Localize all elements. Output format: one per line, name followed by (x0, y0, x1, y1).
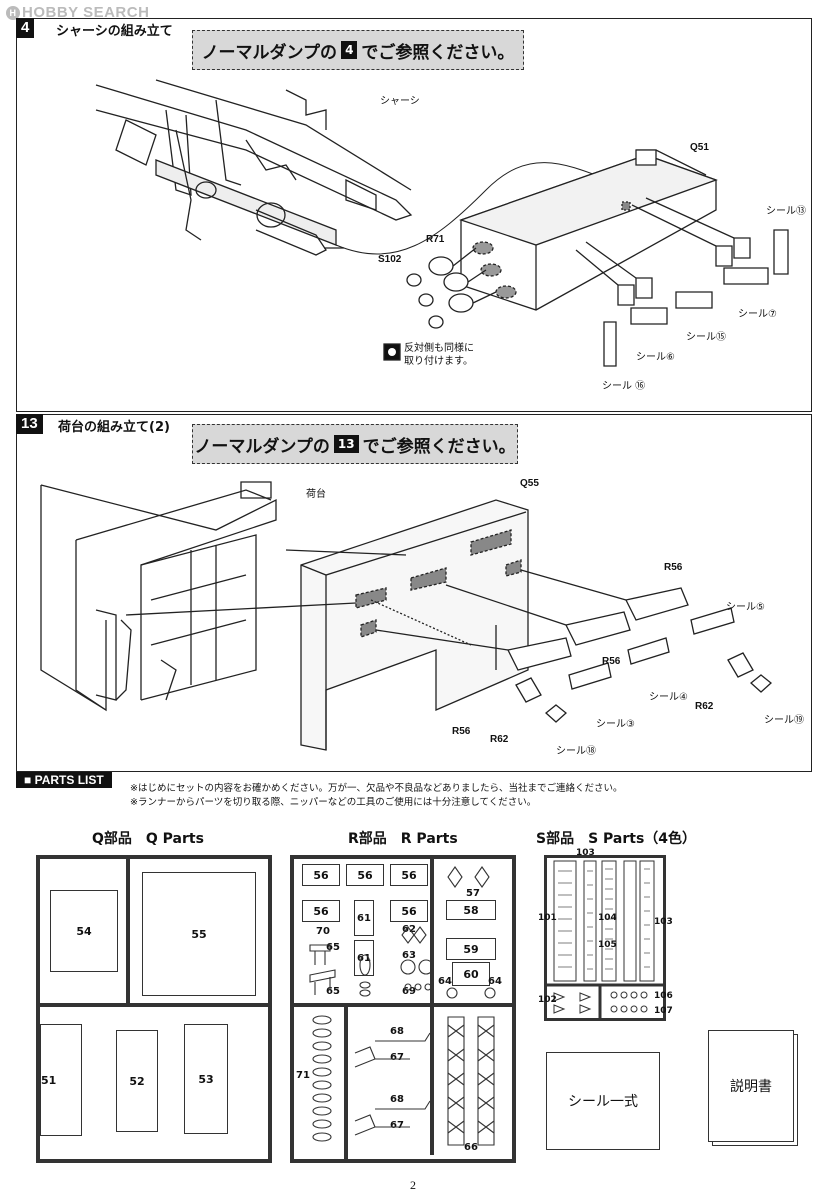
label-seal4: シール④ (649, 692, 688, 703)
part-s107: 107 (654, 1006, 673, 1016)
step13-number: 13 (16, 414, 43, 434)
label-seal15: シール⑮ (686, 332, 726, 343)
step13-bed-diagram (16, 470, 810, 770)
label-seal19: シール⑲ (764, 715, 804, 726)
label-bed: 荷台 (306, 489, 326, 500)
label-chassis: シャーシ (380, 96, 420, 107)
part-r63: 63 (402, 950, 416, 961)
part-q52: 52 (116, 1030, 158, 1132)
seal-set-sheet: シール一式 (546, 1052, 660, 1150)
part-s106: 106 (654, 991, 673, 1001)
part-s104: 104 (598, 913, 617, 923)
part-r62: 62 (402, 924, 416, 935)
q-sprue-divider-h (36, 1003, 272, 1007)
step4-banner: ノーマルダンプの 4 でご参照ください。 (192, 30, 524, 70)
part-q55: 55 (142, 872, 256, 996)
r-parts-header: R部品 R Parts (348, 831, 458, 847)
part-r70: 70 (316, 926, 330, 937)
r-sprue-small-parts (290, 855, 516, 1155)
part-r58: 58 (446, 900, 496, 920)
r-sprue-divider-v1 (344, 1003, 348, 1159)
part-r60: 60 (452, 962, 490, 986)
part-r56-a: 56 (302, 864, 340, 886)
step4-banner-step-icon: 4 (341, 41, 358, 59)
part-s103-top: 103 (576, 848, 595, 858)
part-r64-b: 64 (488, 976, 502, 987)
label-seal18: シール⑱ (556, 746, 596, 757)
step4-number: 4 (16, 18, 35, 38)
hobby-search-logo-icon: H (6, 6, 20, 20)
part-s102: 102 (538, 995, 557, 1005)
part-r67-a: 67 (390, 1052, 404, 1063)
step4-title: シャーシの組み立て (56, 24, 173, 39)
step13-panel (16, 414, 812, 772)
part-q54: 54 (50, 890, 118, 972)
label-seal7: シール⑦ (738, 309, 777, 320)
part-s103-right: 103 (654, 917, 673, 927)
label-r56-mid: R56 (602, 656, 621, 667)
part-r61-a: 61 (354, 900, 374, 936)
step13-title: 荷台の組み立て(2) (58, 420, 170, 435)
part-r65-b: 65 (326, 986, 340, 997)
part-r57: 57 (466, 888, 480, 899)
step13-banner-step-icon: 13 (333, 435, 359, 453)
label-seal5: シール⑤ (726, 602, 765, 613)
s-sprue-parts (544, 855, 666, 1021)
label-seal6: シール⑥ (636, 352, 675, 363)
part-r59: 59 (446, 938, 496, 960)
label-seal13: シール⑬ (766, 206, 806, 217)
part-s105: 105 (598, 940, 617, 950)
part-q51: 51 (40, 1024, 82, 1136)
part-r69: 69 (402, 986, 416, 997)
step4-panel (16, 18, 812, 412)
label-seal16: シール ⑯ (602, 381, 646, 392)
r-sprue-divider-h (290, 1003, 516, 1007)
part-r56-c: 56 (390, 864, 428, 886)
part-r64-a: 64 (438, 976, 452, 987)
part-r56-b: 56 (346, 864, 384, 886)
label-q51: Q51 (690, 142, 709, 153)
part-r71: 71 (296, 1070, 310, 1081)
part-r56-e: 56 (390, 900, 428, 922)
parts-note-2: ※ランナーからパーツを切り取る際、ニッパーなどの工具のご使用には十分注意してくだ… (130, 797, 537, 808)
parts-note-1: ※はじめにセットの内容をお確かめください。万が一、欠品や不良品などありましたら、… (130, 783, 623, 794)
part-r66: 66 (464, 1142, 478, 1153)
label-r62-right: R62 (695, 701, 714, 712)
label-seal3: シール③ (596, 719, 635, 730)
part-r67-b: 67 (390, 1120, 404, 1131)
part-r61-b: 61 (354, 940, 374, 976)
label-r71: R71 (426, 234, 445, 245)
r-sprue-divider-v2 (430, 855, 434, 1155)
part-q53: 53 (184, 1024, 228, 1134)
part-r68-a: 68 (390, 1026, 404, 1037)
part-r56-d: 56 (302, 900, 340, 922)
label-r62-left: R62 (490, 734, 509, 745)
q-parts-header: Q部品 Q Parts (92, 831, 204, 847)
parts-list-title: ■ PARTS LIST (16, 772, 112, 788)
step13-banner: ノーマルダンプの 13 でご参照ください。 (192, 424, 518, 464)
part-s101: 101 (538, 913, 557, 923)
label-s102: S102 (378, 254, 402, 265)
manual-booklet: 説明書 (708, 1030, 794, 1142)
q-sprue-divider-v (126, 855, 130, 1005)
note-opposite-side: 反対側も同様に 取り付けます。 (404, 343, 474, 367)
label-r56-top: R56 (664, 562, 683, 573)
page-number: 2 (410, 1178, 416, 1192)
s-parts-header: S部品 S Parts（4色） (536, 831, 697, 847)
label-q55: Q55 (520, 478, 539, 489)
part-r68-b: 68 (390, 1094, 404, 1105)
part-r65-a: 65 (326, 942, 340, 953)
label-r56-left: R56 (452, 726, 471, 737)
step4-chassis-diagram (16, 70, 810, 410)
